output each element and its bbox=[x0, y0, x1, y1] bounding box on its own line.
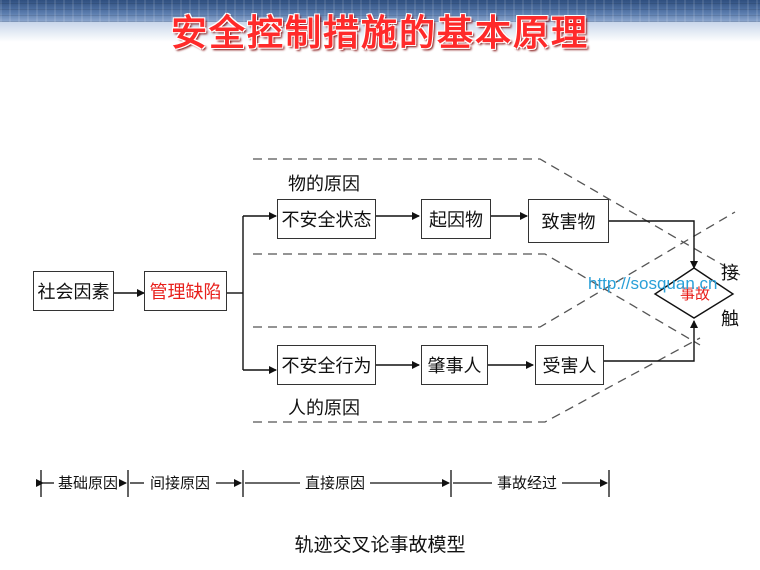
flow-arrows bbox=[113, 212, 698, 374]
victim-box: 受害人 bbox=[535, 345, 604, 385]
harm-object-box: 致害物 bbox=[528, 199, 609, 243]
watermark-url: http://sosquan.cn bbox=[588, 274, 718, 293]
accident-diamond bbox=[653, 267, 735, 319]
timeline-basic-label: 基础原因 bbox=[58, 474, 119, 492]
object-trajectory-band bbox=[253, 158, 741, 346]
perpetrator-box: 肇事人 bbox=[421, 345, 488, 385]
timeline-axis bbox=[36, 470, 610, 497]
cause-object-box: 起因物 bbox=[421, 199, 491, 239]
page-title: 安全控制措施的基本原理 bbox=[170, 13, 589, 54]
header-banner bbox=[0, 0, 760, 22]
diagram-caption: 轨迹交叉论事故模型 bbox=[294, 534, 466, 556]
human-trajectory-band bbox=[253, 211, 736, 423]
unsafe-state-box: 不安全状态 bbox=[277, 199, 376, 239]
banner-fade bbox=[0, 22, 760, 42]
social-factor-box: 社会因素 bbox=[33, 271, 114, 311]
object-cause-label: 物的原因 bbox=[288, 174, 360, 195]
contact-label-1: 接 bbox=[721, 263, 739, 284]
unsafe-act-box: 不安全行为 bbox=[277, 345, 376, 385]
banner-texture bbox=[0, 0, 760, 22]
timeline-direct-label: 直接原因 bbox=[305, 474, 366, 492]
human-cause-label: 人的原因 bbox=[288, 398, 360, 419]
timeline-process-label: 事故经过 bbox=[497, 474, 558, 492]
contact-label-2: 触 bbox=[721, 309, 739, 330]
management-defect-box: 管理缺陷 bbox=[144, 271, 227, 311]
accident-label: 事故 bbox=[680, 285, 711, 303]
timeline-indirect-label: 间接原因 bbox=[150, 474, 211, 492]
